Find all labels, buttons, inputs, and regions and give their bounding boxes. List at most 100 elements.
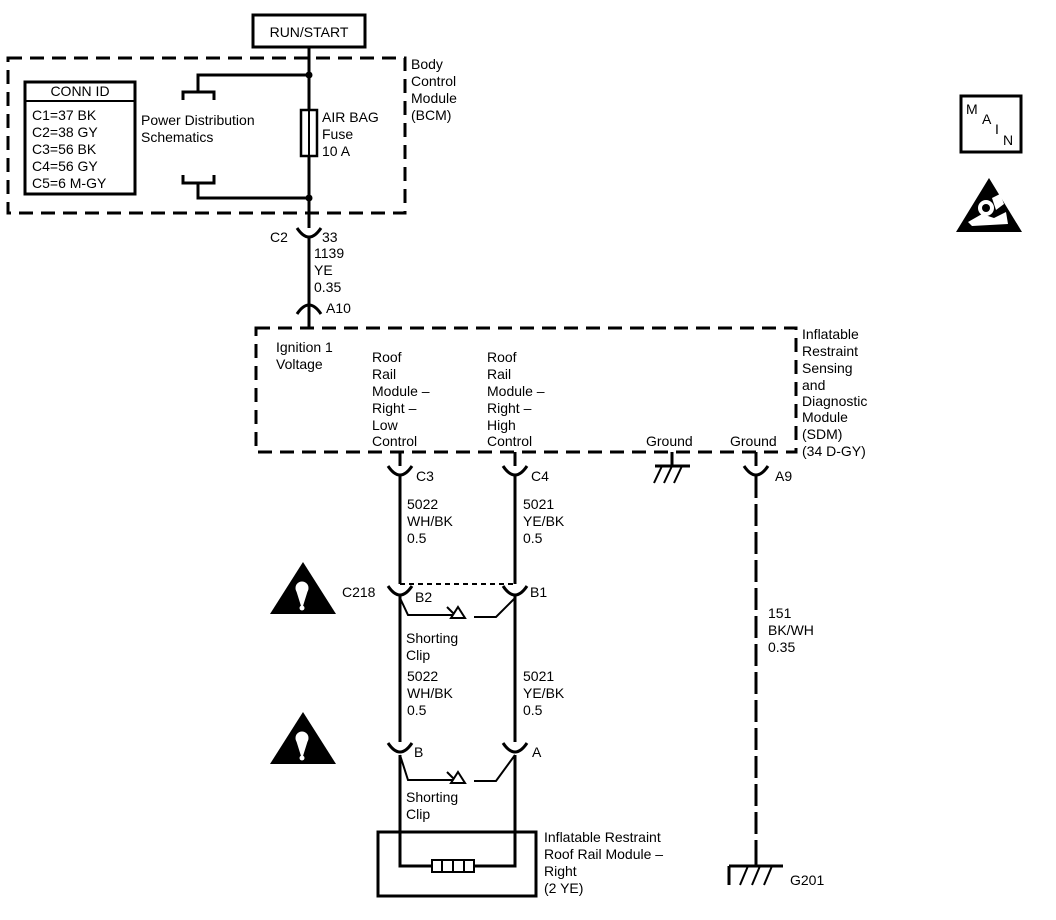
a10-connector: A10 <box>295 300 351 328</box>
power-distribution-label: Power Distribution <box>141 112 255 128</box>
b2-label: B2 <box>415 589 432 605</box>
roof-rail-module-label: Inflatable Restraint <box>544 829 661 845</box>
pin-a-label: A <box>532 744 542 760</box>
main-letter-m: M <box>966 101 978 117</box>
wire-1139-label: 0.35 <box>314 279 341 295</box>
low-control-label: Low <box>372 417 399 433</box>
fuse-label: Fuse <box>322 126 353 142</box>
low-control-label: Rail <box>372 366 396 382</box>
bcm-box <box>6 56 407 215</box>
wire-5022-label: 5022 <box>407 668 438 684</box>
low-control-label: Roof <box>372 349 402 365</box>
sdm-label: (SDM) <box>802 426 842 442</box>
sdm-label: Module <box>802 409 848 425</box>
conn-id-row: C4=56 GY <box>32 158 98 174</box>
shorting-clip-label: Shorting <box>406 789 458 805</box>
conn-id-title: CONN ID <box>50 83 109 99</box>
wire-1139-label: YE <box>314 262 333 278</box>
roof-rail-module-label: Right <box>544 863 577 879</box>
c2-connector: C2 33 <box>270 227 338 245</box>
c2-pin-label: 33 <box>322 229 338 245</box>
low-control-label: Module – <box>372 383 430 399</box>
shorting-clip-label: Clip <box>406 806 430 822</box>
a9-connector: A9 <box>742 452 792 484</box>
a10-label: A10 <box>326 300 351 316</box>
c3-label: C3 <box>416 468 434 484</box>
main-index-icon[interactable]: M A I N <box>959 94 1023 154</box>
module-shorting-clip <box>399 754 516 784</box>
wire-5022-label: WH/BK <box>407 685 454 701</box>
c2-label: C2 <box>270 229 288 245</box>
high-control-label: Rail <box>487 366 511 382</box>
g201-ground-symbol <box>727 858 783 886</box>
shorting-clip-label: Clip <box>406 647 430 663</box>
wire-5022-label: 5022 <box>407 496 438 512</box>
fuse-label: 10 A <box>322 143 351 159</box>
roof-rail-module-label: (2 YE) <box>544 880 583 896</box>
roof-rail-module-label: Roof Rail Module – <box>544 846 663 862</box>
b1-label: B1 <box>530 584 547 600</box>
low-control-label: Control <box>372 433 417 449</box>
bcm-label: Body <box>411 56 443 72</box>
high-control-label: Right – <box>487 400 532 416</box>
wire-5021-label: 5021 <box>523 496 554 512</box>
sdm-label: Diagnostic <box>802 393 867 409</box>
wire-5021-label: YE/BK <box>523 685 565 701</box>
module-connector: B A <box>386 742 542 760</box>
main-letter-a: A <box>982 111 992 127</box>
pin-b-label: B <box>414 744 423 760</box>
power-distribution-label: Schematics <box>141 129 213 145</box>
bcm-label: (BCM) <box>411 107 451 123</box>
wire-5022-label: WH/BK <box>407 513 454 529</box>
high-control-label: Roof <box>487 349 517 365</box>
c4-connector: C4 <box>501 452 549 484</box>
wire-5021-label: 0.5 <box>523 702 543 718</box>
main-letter-i: I <box>995 121 999 137</box>
wire-5021-label: YE/BK <box>523 513 565 529</box>
ignition-voltage-label: Voltage <box>276 356 323 372</box>
c4-label: C4 <box>531 468 549 484</box>
shorting-clip-label: Shorting <box>406 630 458 646</box>
conn-id-row: C2=38 GY <box>32 124 98 140</box>
sdm-label: (34 D-GY) <box>802 443 866 459</box>
sdm-label: Inflatable <box>802 326 859 342</box>
c218-shorting-clip <box>399 597 516 619</box>
a9-label: A9 <box>775 468 792 484</box>
wire-151-label: 0.35 <box>768 639 795 655</box>
high-control-label: Module – <box>487 383 545 399</box>
conn-id-row: C1=37 BK <box>32 107 97 123</box>
wire-1139-label: 1139 <box>314 245 344 261</box>
conn-id-row: C5=6 M-GY <box>32 175 107 191</box>
sdm-label: and <box>802 377 825 393</box>
caution-icon <box>270 712 336 764</box>
wire-5021-label: 5021 <box>523 668 554 684</box>
g201-label: G201 <box>790 872 824 888</box>
wire-5022-label: 0.5 <box>407 702 427 718</box>
ground-label: Ground <box>646 433 693 449</box>
wire-151-label: 151 <box>768 605 792 621</box>
conn-id-row: C3=56 BK <box>32 141 97 157</box>
chassis-ground-symbol <box>653 452 690 484</box>
airbag-warning-icon[interactable] <box>956 178 1022 232</box>
sdm-box <box>254 326 798 454</box>
wire-151-label: BK/WH <box>768 622 814 638</box>
roof-rail-module <box>376 755 538 898</box>
ground-label: Ground <box>730 433 777 449</box>
sdm-label: Sensing <box>802 360 853 376</box>
c3-connector: C3 <box>386 452 434 484</box>
low-control-label: Right – <box>372 400 417 416</box>
c218-label: C218 <box>342 584 376 600</box>
wire-5022-label: 0.5 <box>407 530 427 546</box>
ignition-voltage-label: Ignition 1 <box>276 339 333 355</box>
caution-icon <box>270 562 336 614</box>
high-control-label: High <box>487 417 516 433</box>
run-start-box: RUN/START <box>251 13 367 49</box>
bcm-label: Module <box>411 90 457 106</box>
c218-connector: C218 B2 B1 <box>342 583 547 605</box>
sdm-label: Restraint <box>802 343 858 359</box>
main-letter-n: N <box>1003 132 1013 148</box>
run-start-label: RUN/START <box>270 24 349 40</box>
conn-id-box: CONN ID C1=37 BK C2=38 GY C3=56 BK C4=56… <box>23 80 137 196</box>
bcm-label: Control <box>411 73 456 89</box>
